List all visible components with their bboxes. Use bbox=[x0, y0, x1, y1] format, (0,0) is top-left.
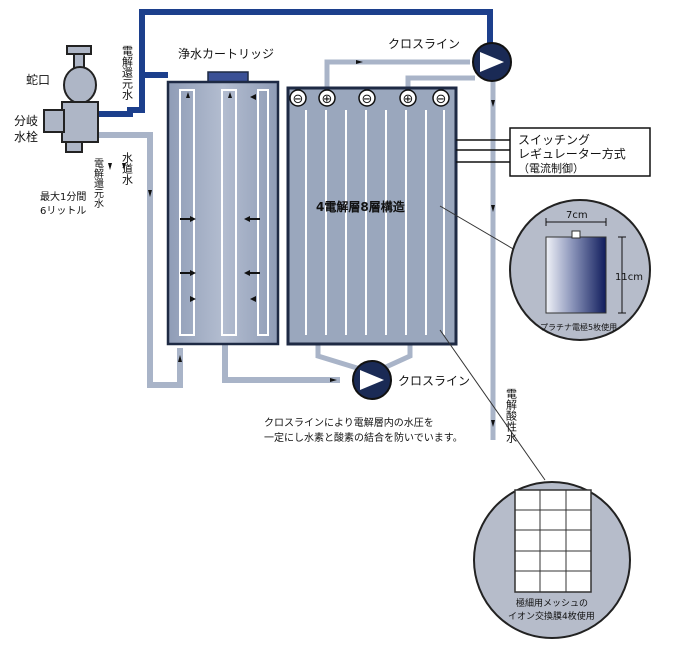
regulator-label-2: レギュレーター方式 bbox=[518, 146, 626, 161]
electrode-sign-1: ⊖ bbox=[293, 92, 304, 107]
regulator-label-3: （電流制御） bbox=[518, 161, 584, 175]
regulator-label-1: スイッチング bbox=[518, 133, 590, 147]
arrow-right-top bbox=[356, 60, 363, 64]
arrow-down-left-2 bbox=[108, 163, 112, 170]
cartridge-label: 浄水カートリッジ bbox=[178, 47, 274, 61]
flow-note-2: 6リットル bbox=[40, 206, 86, 217]
mesh-caption-2: イオン交換膜4枚使用 bbox=[508, 610, 595, 622]
mesh-caption-1: 極細用メッシュの bbox=[516, 597, 588, 609]
electrode-signs: ⊖ ⊕ ⊖ ⊕ ⊖ bbox=[289, 89, 450, 107]
faucet-icon bbox=[43, 45, 99, 153]
electrode-sign-3: ⊖ bbox=[362, 92, 373, 107]
arrow-right-bottom bbox=[330, 378, 337, 382]
cartridge-to-pump-pipe bbox=[222, 345, 340, 383]
note-line-1: クロスラインにより電解層内の水圧を bbox=[264, 416, 434, 429]
arrow-down-tap bbox=[148, 190, 152, 197]
structure-label: 4電解層8層構造 bbox=[316, 199, 406, 214]
electrode-sign-5: ⊖ bbox=[436, 92, 447, 107]
tap-water-pipe bbox=[98, 132, 183, 388]
regulator-wires bbox=[456, 139, 512, 163]
faucet-label: 蛇口 bbox=[26, 72, 50, 87]
arrow-down-acidic-2 bbox=[491, 205, 495, 212]
acidic-water-label: 電解酸性水 bbox=[505, 388, 518, 443]
electrolysis-cell bbox=[286, 86, 458, 346]
flow-note-1: 最大1分間 bbox=[40, 190, 86, 203]
regulator-box bbox=[509, 127, 651, 177]
arrow-down-left-1 bbox=[122, 163, 126, 170]
cross-line-bottom-label: クロスライン bbox=[398, 374, 470, 388]
arrow-down-acidic-3 bbox=[491, 420, 495, 427]
reduced-water-left-label: 電解還元水 bbox=[92, 158, 104, 208]
arrow-up-cart bbox=[178, 355, 182, 362]
callout-lines bbox=[439, 205, 546, 481]
water-filter-cartridge bbox=[166, 71, 280, 346]
tap-water-label: 水道水 bbox=[121, 152, 134, 185]
electrode-callout bbox=[509, 199, 651, 341]
cross-line-top-label: クロスライン bbox=[388, 37, 460, 51]
electrode-caption: プラチナ電極5枚使用 bbox=[540, 322, 617, 332]
electrode-width-label: 7cm bbox=[566, 210, 588, 221]
membrane-callout bbox=[473, 481, 631, 639]
branch-valve-label-1: 分岐 bbox=[14, 114, 38, 128]
electrode-sign-4: ⊕ bbox=[403, 92, 414, 107]
reduced-water-top-label: 電解還元水 bbox=[121, 45, 134, 100]
bottom-cross-line-pump bbox=[352, 360, 392, 400]
top-cross-line-pump bbox=[472, 42, 512, 82]
cartridge-top-blue bbox=[139, 72, 168, 110]
note-line-2: 一定にし水素と酸素の結合を防いでいます。 bbox=[264, 431, 463, 444]
electrode-height-label: 11cm bbox=[615, 272, 643, 283]
arrow-down-acidic-1 bbox=[491, 100, 495, 107]
branch-valve-label-2: 水栓 bbox=[14, 129, 38, 144]
electrode-sign-2: ⊕ bbox=[322, 92, 333, 107]
